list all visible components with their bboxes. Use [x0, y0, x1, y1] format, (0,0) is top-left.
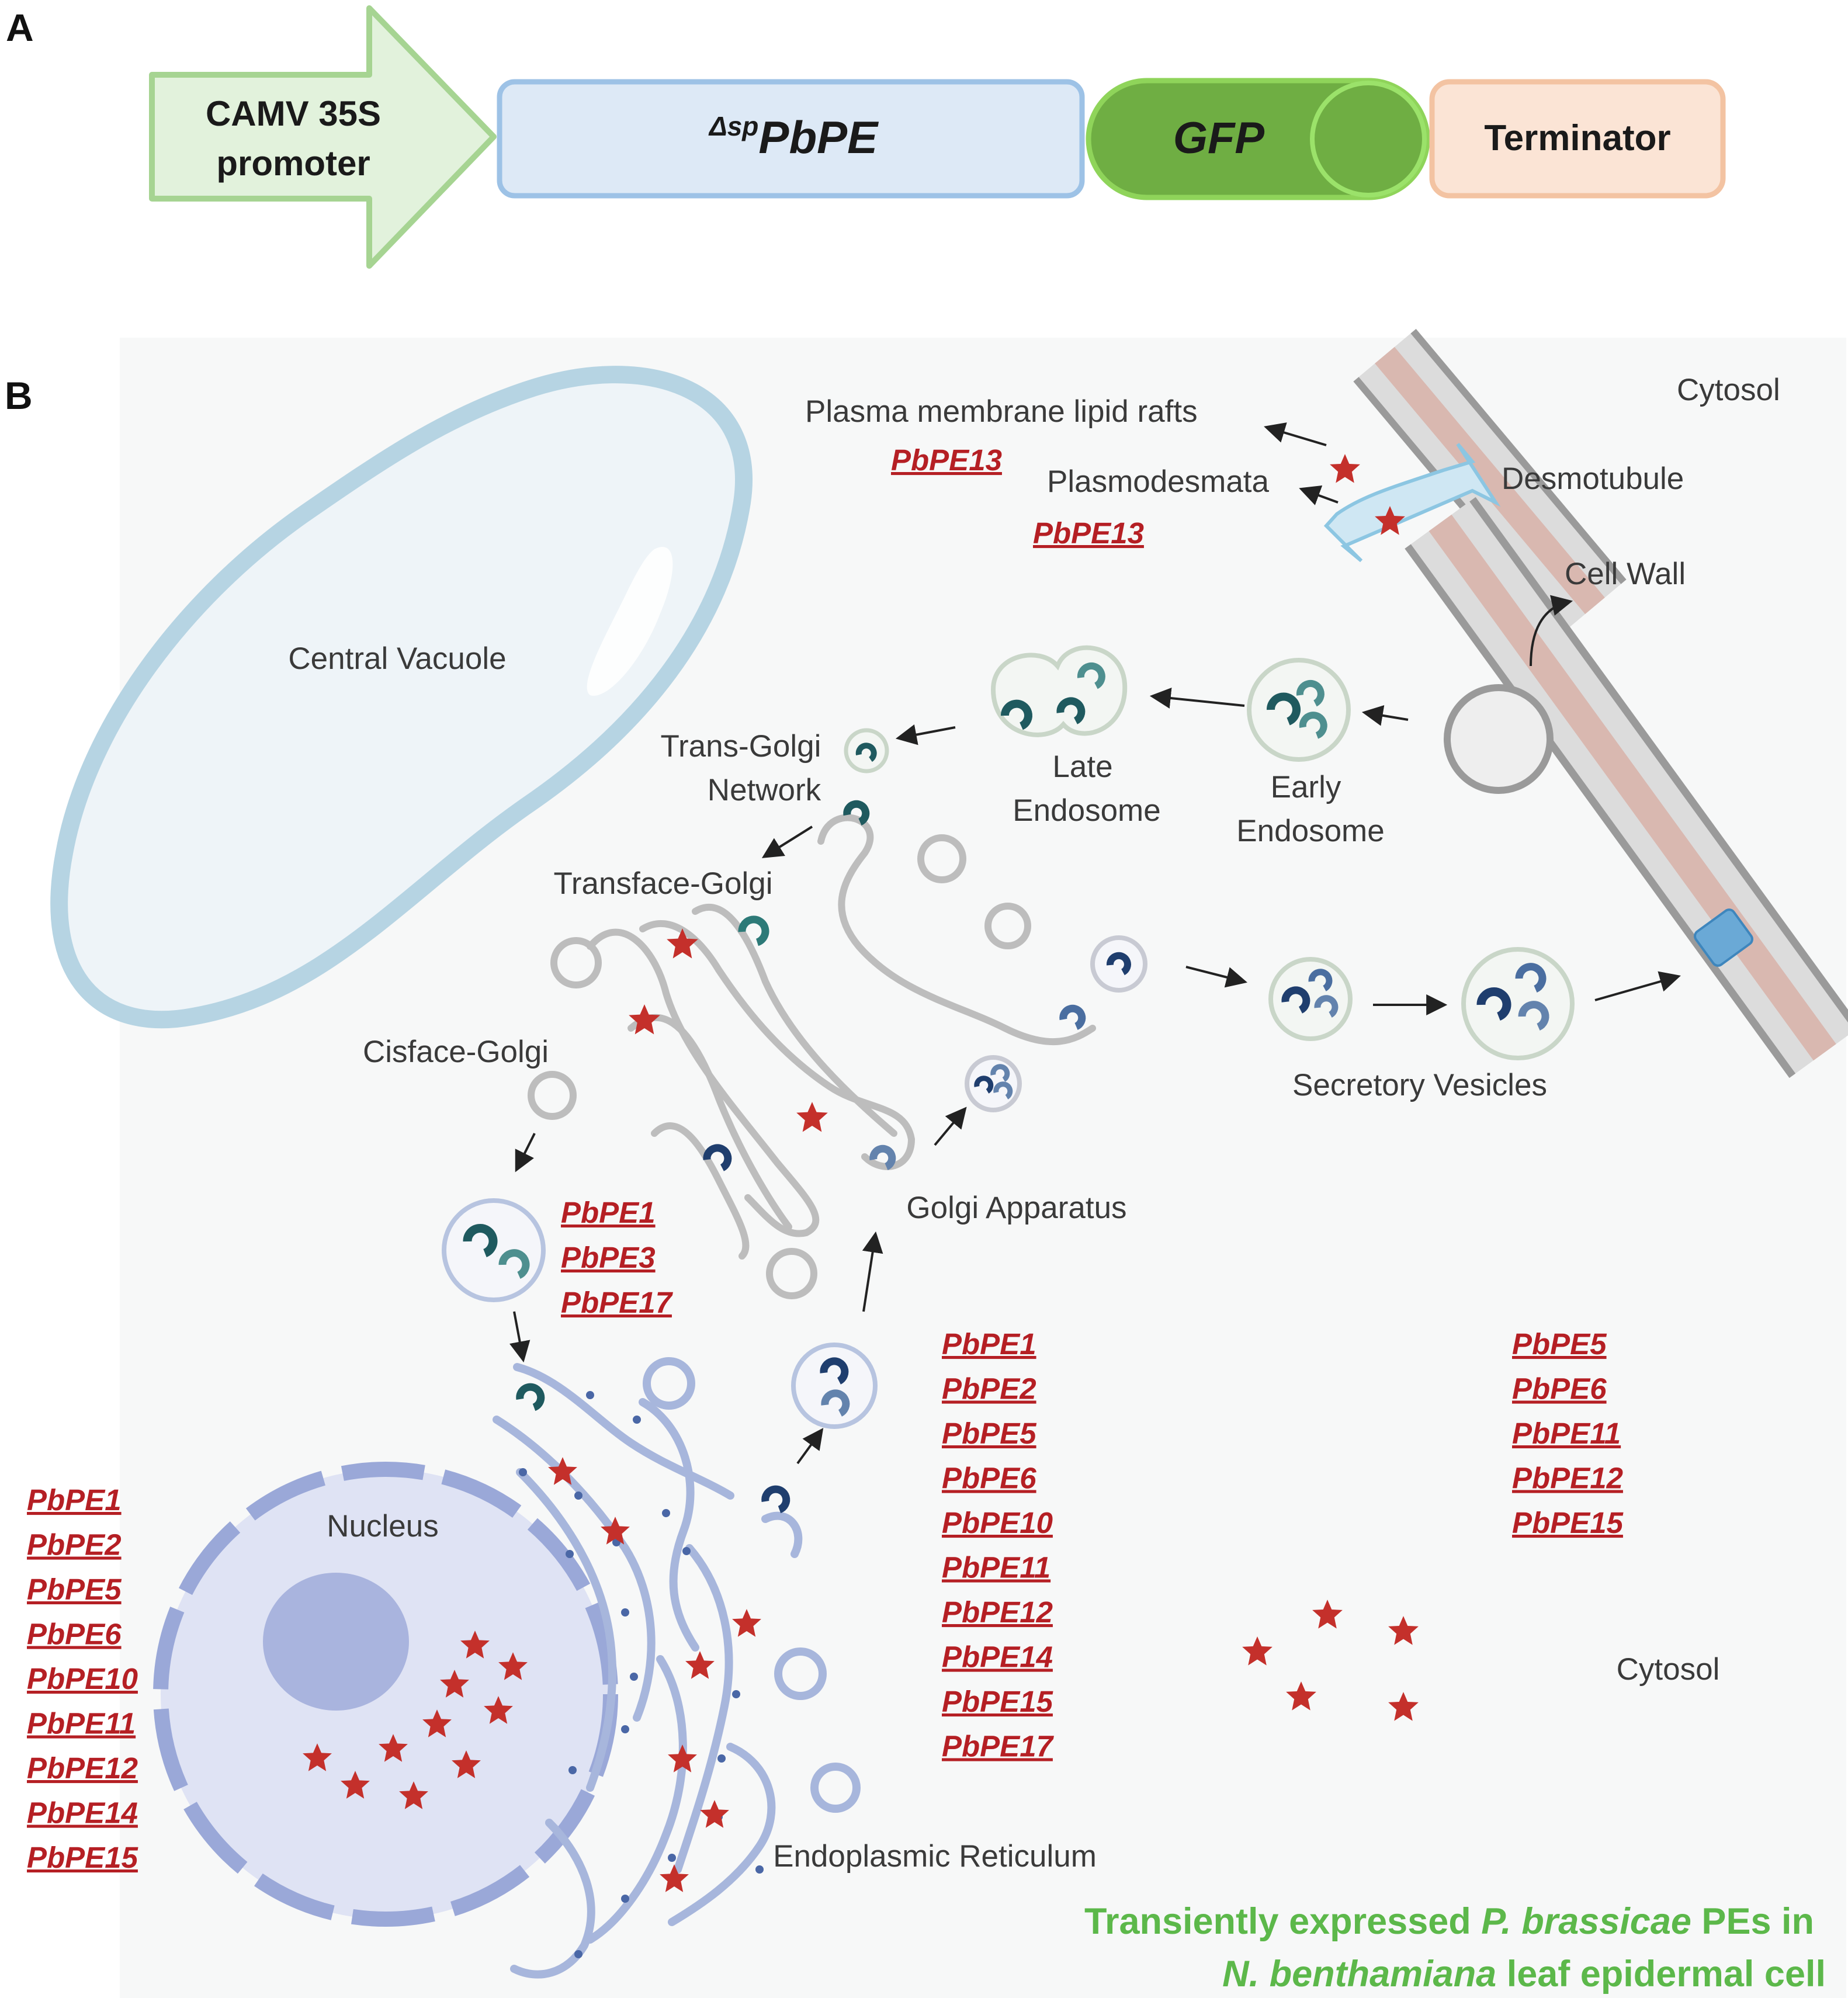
terminator-box: Terminator — [1429, 79, 1726, 199]
trafficking-arrows — [509, 422, 1681, 1465]
gene-label-nucleus: PbPE10 — [27, 1662, 138, 1695]
golgi-apparatus — [528, 814, 1096, 1299]
early-endosome — [1247, 658, 1351, 762]
gene-label-cytosol: PbPE12 — [1512, 1462, 1623, 1495]
gene-label-golgi: PbPE17 — [561, 1286, 674, 1319]
gene-label-er: PbPE14 — [942, 1640, 1053, 1674]
gene-label-er: PbPE11 — [942, 1551, 1050, 1584]
panel-label-b: B — [5, 374, 33, 417]
late-endosome-label-line2: Endosome — [1013, 793, 1160, 828]
gene-label-cytosol: PbPE15 — [1512, 1506, 1624, 1539]
gene-label-nucleus: PbPE2 — [27, 1528, 122, 1562]
golgi-small-vesicle — [965, 1055, 1022, 1112]
cell-wall-label: Cell Wall — [1565, 557, 1686, 591]
secretory-vesicle-2 — [1461, 947, 1575, 1060]
gene-label-golgi: PbPE3 — [561, 1241, 656, 1274]
gfp-label: GFP — [1173, 113, 1265, 163]
gene-label-cytosol: PbPE5 — [1512, 1327, 1607, 1361]
cytosol-bottom-label: Cytosol — [1617, 1652, 1720, 1687]
late-endosome-label-line1: Late — [1052, 750, 1112, 784]
gene-label-er: PbPE17 — [942, 1730, 1055, 1763]
tgn-label-line2: Network — [708, 773, 821, 807]
cytosol-top-label: Cytosol — [1677, 373, 1780, 407]
gfp-box: GFP — [1086, 78, 1430, 200]
nucleus: Nucleus — [153, 1462, 618, 1927]
gene-label-er: PbPE10 — [942, 1506, 1053, 1539]
transface-golgi-label: Transface-Golgi — [553, 866, 772, 901]
pbpe-label: ΔspPbPE — [708, 111, 879, 163]
er-label: Endoplasmic Reticulum — [773, 1839, 1097, 1874]
gene-label-nucleus: PbPE1 — [27, 1483, 122, 1517]
caption-line1: Transiently expressed P. brassicae PEs i… — [1084, 1901, 1814, 1942]
secretory-vesicle-1 — [1268, 957, 1353, 1041]
er-ribosomes — [519, 1391, 764, 1958]
gene-lists: PbPE13PbPE13PbPE1PbPE3PbPE17PbPE1PbPE2Pb… — [27, 443, 1624, 1874]
gene-label-nucleus: PbPE6 — [27, 1618, 122, 1651]
plasmodesmata-label: Plasmodesmata — [1047, 464, 1270, 499]
gene-label-er: PbPE1 — [942, 1327, 1036, 1361]
secretory-vesicles-label: Secretory Vesicles — [1292, 1068, 1547, 1102]
promoter-label-line2: promoter — [216, 144, 370, 183]
central-vacuole-label: Central Vacuole — [288, 641, 506, 676]
gene-label-er: PbPE15 — [942, 1685, 1053, 1718]
er-cargo — [516, 1383, 790, 1514]
terminator-label: Terminator — [1484, 118, 1670, 158]
golgi-bud-vesicle — [1090, 935, 1147, 993]
desmotubule-label: Desmotubule — [1502, 462, 1684, 496]
early-endosome-label-line1: Early — [1271, 770, 1341, 804]
gene-label-plasmodesmata: PbPE13 — [1033, 516, 1144, 550]
gene-label-nucleus: PbPE14 — [27, 1796, 138, 1830]
central-vacuole: Central Vacuole — [50, 366, 753, 1029]
gene-label-er: PbPE2 — [942, 1372, 1036, 1406]
tgn-vesicle — [844, 728, 889, 773]
gene-label-cytosol: PbPE6 — [1512, 1372, 1607, 1406]
late-endosome — [990, 645, 1128, 737]
pbpe-box: ΔspPbPE — [497, 79, 1085, 199]
er-export-vesicle — [791, 1343, 878, 1429]
plasma-membrane-label: Plasma membrane lipid rafts — [805, 394, 1198, 429]
gene-label-cytosol: PbPE11 — [1512, 1417, 1621, 1450]
gene-label-plasma_membrane: PbPE13 — [891, 443, 1002, 477]
nucleus-label: Nucleus — [327, 1509, 438, 1543]
golgi-cargo — [703, 800, 1086, 1171]
gene-label-er: PbPE6 — [942, 1462, 1036, 1495]
gene-label-er: PbPE12 — [942, 1595, 1053, 1629]
gene-label-golgi: PbPE1 — [561, 1196, 656, 1229]
early-endosome-label-line2: Endosome — [1236, 814, 1384, 848]
cisface-golgi-label: Cisface-Golgi — [363, 1035, 549, 1069]
endoplasmic-reticulum — [493, 1357, 861, 1979]
cis-transport-vesicle — [442, 1198, 546, 1302]
golgi-apparatus-label: Golgi Apparatus — [906, 1191, 1126, 1225]
panel-label-a: A — [6, 6, 34, 49]
tgn-label-line1: Trans-Golgi — [661, 729, 821, 764]
gene-label-er: PbPE5 — [942, 1417, 1036, 1450]
gene-label-nucleus: PbPE5 — [27, 1573, 122, 1606]
caption-line2: N. benthamiana leaf epidermal cell — [1222, 1954, 1826, 1994]
promoter-arrow: CAMV 35S promoter — [149, 5, 497, 269]
gene-label-nucleus: PbPE15 — [27, 1841, 138, 1874]
gene-label-nucleus: PbPE11 — [27, 1707, 136, 1740]
gene-label-nucleus: PbPE12 — [27, 1751, 138, 1785]
promoter-label-line1: CAMV 35S — [206, 94, 381, 133]
